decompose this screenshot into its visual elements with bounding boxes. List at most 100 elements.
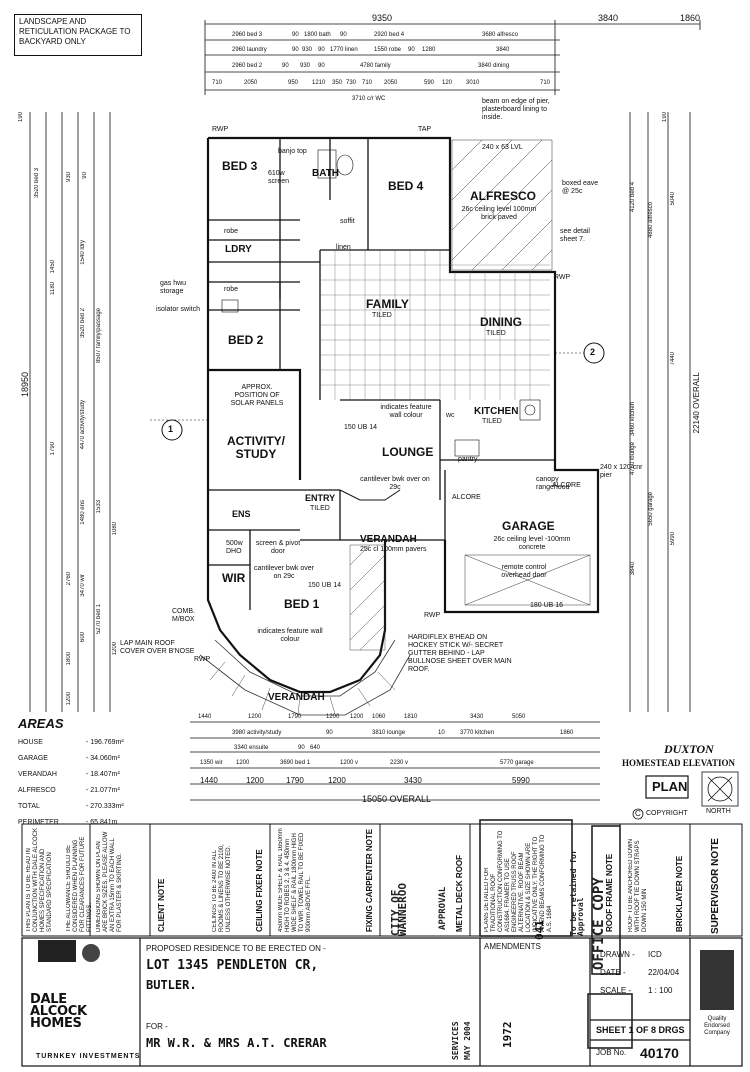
drawn-value: ICD — [648, 950, 662, 959]
left-dim-18: 1800 — [66, 652, 72, 666]
bot-r2-1: 90 — [326, 730, 333, 736]
areas-row-house: HOUSE- 196.769m² — [18, 738, 124, 746]
banjo-top-label: banjo top — [278, 148, 307, 155]
top-dim-r4-4: 350 — [332, 80, 343, 86]
top-dim-r1-2: 1800 bath — [304, 32, 331, 38]
top-dim-r4-6: 710 — [362, 80, 373, 86]
feature-wall-label: indicates feature wall colour — [380, 404, 432, 419]
top-dim-r3-5: 3840 dining — [478, 63, 510, 69]
left-dim-3: 90 — [82, 172, 88, 179]
top-dim-r4-5: 730 — [346, 80, 357, 86]
screen-pivot-label: screen & pivot door — [255, 540, 301, 555]
brand-line-1: DALE — [30, 992, 67, 1007]
gas-hwu-label: gas hwu storage — [160, 280, 187, 295]
room-verandah: VERANDAH — [360, 534, 417, 545]
areas-row-perimeter: PERIMETER- 65.841m — [18, 818, 118, 826]
top-dim-r2-3: 90 — [318, 47, 325, 53]
bot-r2-4: 3770 kitchen — [460, 730, 495, 736]
fixing-note-title: FIXING CARPENTER NOTE — [365, 828, 374, 932]
copyright-c-icon: C — [635, 809, 641, 818]
left-dim-6: 8507 family/passage — [96, 308, 102, 364]
plan-label: PLAN — [652, 779, 688, 794]
bot-r1-1: 1200 — [248, 714, 262, 720]
bot-r2-0: 3980 activity/study — [232, 730, 282, 736]
top-dim-r2-2: 930 — [302, 47, 313, 53]
robe-label-2: robe — [224, 286, 239, 293]
bot-r5-1: 1200 — [246, 776, 264, 785]
top-dim-overall-1: 9350 — [372, 13, 393, 23]
room-activity: ACTIVITY/ STUDY — [226, 434, 285, 462]
top-dim-r1-3: 90 — [340, 32, 347, 38]
feature-wall-bed1-label: indicates feature wall colour — [257, 628, 323, 643]
bot-r2-2: 3810 lounge — [372, 730, 406, 736]
brand-name: DALE ALCOCK HOMES — [30, 992, 130, 1030]
right-dim-3: 5040 — [670, 192, 676, 206]
robe-label-1: robe — [224, 228, 239, 235]
company-emblem-icon — [82, 944, 100, 962]
bot-r1-8: 5050 — [512, 714, 526, 720]
top-dim-r4-9: 120 — [442, 80, 453, 86]
left-dims: 190 3520 bed 3 930 90 1540 ldry 3520 bed… — [18, 112, 118, 712]
rwp-label-right: RWP — [554, 274, 571, 281]
room-bath: BATH — [312, 168, 340, 179]
alcore-2: ALCORE — [552, 482, 581, 489]
bot-r3-1: 90 — [298, 745, 305, 751]
family-sub: TILED — [372, 312, 392, 319]
scale-value: 1 : 100 — [648, 986, 673, 995]
lvl-label: 240 x 63 LVL — [482, 144, 523, 151]
left-dim-14: 2760 — [66, 572, 72, 586]
top-dim-r4-8: 590 — [424, 80, 435, 86]
left-dim-9: 1180 — [50, 282, 56, 295]
boxed-eave-label: boxed eave @ 25c — [562, 180, 599, 195]
alfresco-sub: 26c ceiling level 100mm brick paved — [461, 206, 537, 221]
for-label: FOR - — [146, 1022, 168, 1031]
screen-label: 610w screen — [268, 170, 290, 185]
right-dim-8: 5990 — [670, 532, 676, 546]
bot-r4-1: 1200 — [236, 760, 250, 766]
right-dim-9: 3840 — [630, 562, 636, 576]
alcore-1: ALCORE — [452, 494, 481, 501]
metal-deck-title: METAL DECK ROOF — [455, 854, 464, 932]
top-dim-r2-6: 90 — [408, 47, 415, 53]
handwritten-041: 041 — [533, 920, 546, 940]
services-stamp: SERVICES — [451, 1021, 460, 1060]
copyright-label: COPYRIGHT — [646, 810, 688, 817]
top-dim-r3-3: 90 — [318, 63, 325, 69]
left-dim-12: 1533 — [96, 500, 102, 514]
grid-marker-1: 1 — [168, 424, 174, 434]
top-dim-r4-7: 2050 — [384, 80, 398, 86]
room-ens: ENS — [232, 509, 251, 519]
grid-marker-2: 2 — [590, 347, 596, 357]
linen-label: linen — [336, 244, 351, 251]
bot-r2-5: 1860 — [560, 730, 574, 736]
cantilever-bed1-label: cantilever bwk over on 29c — [254, 565, 314, 580]
dho-label: 500w DHO — [226, 540, 243, 555]
soffit-label: soffit — [340, 218, 355, 225]
see-detail-label: see detail sheet 7. — [560, 228, 590, 243]
top-dim-overall-3: 1860 — [680, 13, 701, 23]
right-dim-1: 4120 bed 4 — [630, 182, 636, 213]
room-garage: GARAGE — [502, 519, 555, 533]
entry-sub: TILED — [310, 505, 330, 512]
client-note-title: CLIENT NOTE — [157, 878, 166, 932]
roof-frame-title: ROOF FRAME NOTE — [605, 853, 614, 932]
quality-endorsed-logo — [700, 950, 734, 1010]
room-wir: WIR — [222, 571, 246, 585]
retained-stamp: To be retained for Approval — [569, 849, 585, 936]
client-note-body: DIMENSIONS SHOWN ON PLAN ARE BRICK SIZES… — [96, 831, 123, 932]
ub14-label-bed1: 150 UB 14 — [308, 582, 342, 589]
quality-endorsed-text: Quality Endorsed Company — [704, 1016, 730, 1036]
bricklayer-title: BRICKLAYER NOTE — [675, 855, 684, 932]
bot-r2-3: 10 — [438, 730, 445, 736]
areas-row-alfresco: ALFRESCO- 21.077m² — [18, 786, 120, 794]
right-dim-2: 4880 alfresco — [648, 202, 654, 239]
date-value: 22/04/04 — [648, 968, 680, 977]
bot-r1-7: 3430 — [470, 714, 484, 720]
top-dim-r1-5: 3680 alfresco — [482, 32, 519, 38]
left-dim-1: 3520 bed 3 — [34, 168, 40, 199]
room-bed3: BED 3 — [222, 159, 258, 173]
canopy-label: canopy rangehood — [536, 476, 570, 491]
suburb: BUTLER. — [146, 978, 197, 992]
rwp-label-top: RWP — [212, 126, 229, 133]
elevation-style: HOMESTEAD ELEVATION — [622, 758, 735, 768]
